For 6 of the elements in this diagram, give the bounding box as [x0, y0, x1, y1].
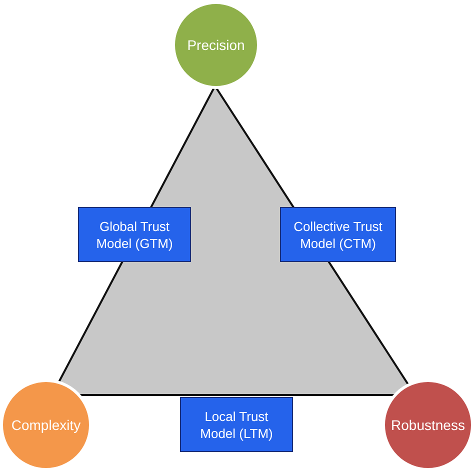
process-box: Collective Trust Model (CTM)	[280, 207, 396, 262]
circle-node: Complexity	[0, 379, 92, 470]
process-box: Local Trust Model (LTM)	[180, 397, 293, 452]
process-box: Global Trust Model (GTM)	[78, 207, 191, 262]
circle-node: Precision	[172, 1, 260, 89]
circle-node: Robustness	[382, 379, 474, 470]
